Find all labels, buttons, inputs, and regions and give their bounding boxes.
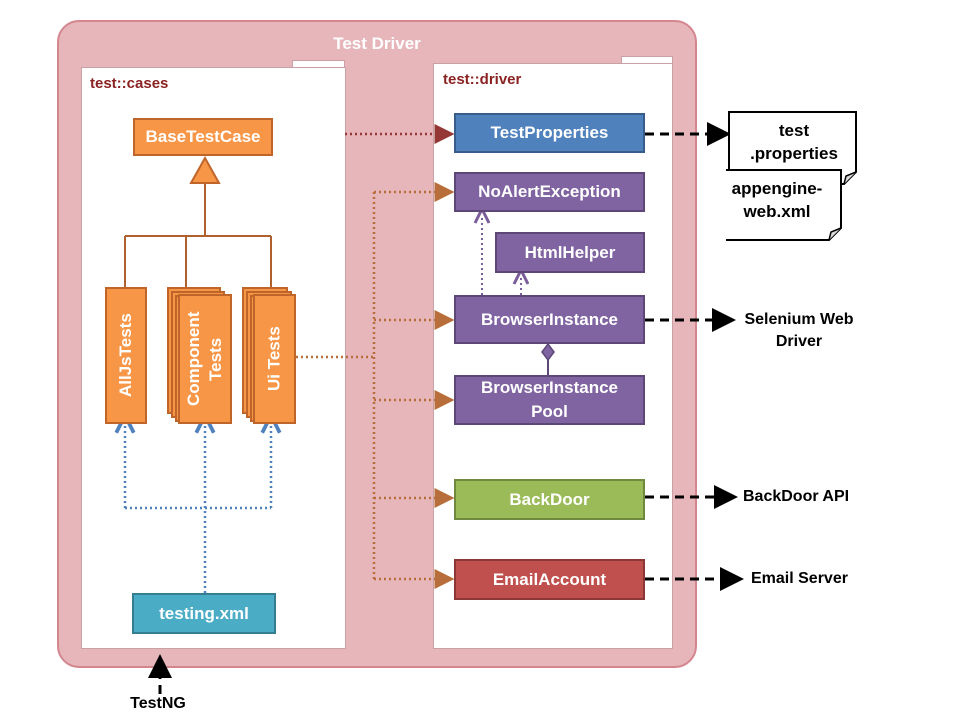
backdoor-box: BackDoor	[454, 479, 645, 520]
cases-package-label: test::cases	[90, 75, 169, 92]
test-driver-title: Test Driver	[333, 34, 421, 53]
ui-tests-box: Ui Tests	[253, 294, 296, 424]
component-tests-box: Component Tests	[178, 294, 232, 424]
testing-xml-box: testing.xml	[132, 593, 276, 634]
appengine-file-label: appengine- web.xml	[731, 179, 823, 221]
driver-package-label: test::driver	[443, 71, 522, 88]
selenium-label: Selenium Web Driver	[744, 311, 854, 350]
test-properties-file-label: test .properties	[750, 121, 838, 163]
testng-label: TestNG	[130, 695, 186, 712]
inheritance-tree	[124, 183, 272, 287]
browser-instance-pool-box: BrowserInstance Pool	[454, 375, 645, 425]
email-server-label: Email Server	[751, 570, 848, 587]
email-account-box: EmailAccount	[454, 559, 645, 600]
inheritance-arrow	[189, 155, 221, 184]
test-properties-box: TestProperties	[454, 113, 645, 153]
testing-links	[125, 424, 271, 593]
no-alert-exception-box: NoAlertException	[454, 172, 645, 212]
backdoor-api-label: BackDoor API	[743, 488, 850, 505]
config-files-shapes	[726, 111, 857, 241]
driver-package	[433, 63, 673, 649]
alljs-tests-box: AllJsTests	[105, 287, 147, 424]
browser-instance-box: BrowserInstance	[454, 295, 645, 344]
external-links	[148, 122, 744, 694]
aggregation-diamond	[541, 342, 555, 362]
base-test-case-box: BaseTestCase	[133, 118, 273, 156]
ui-tests-bus	[296, 182, 455, 589]
html-helper-box: HtmlHelper	[495, 232, 645, 273]
